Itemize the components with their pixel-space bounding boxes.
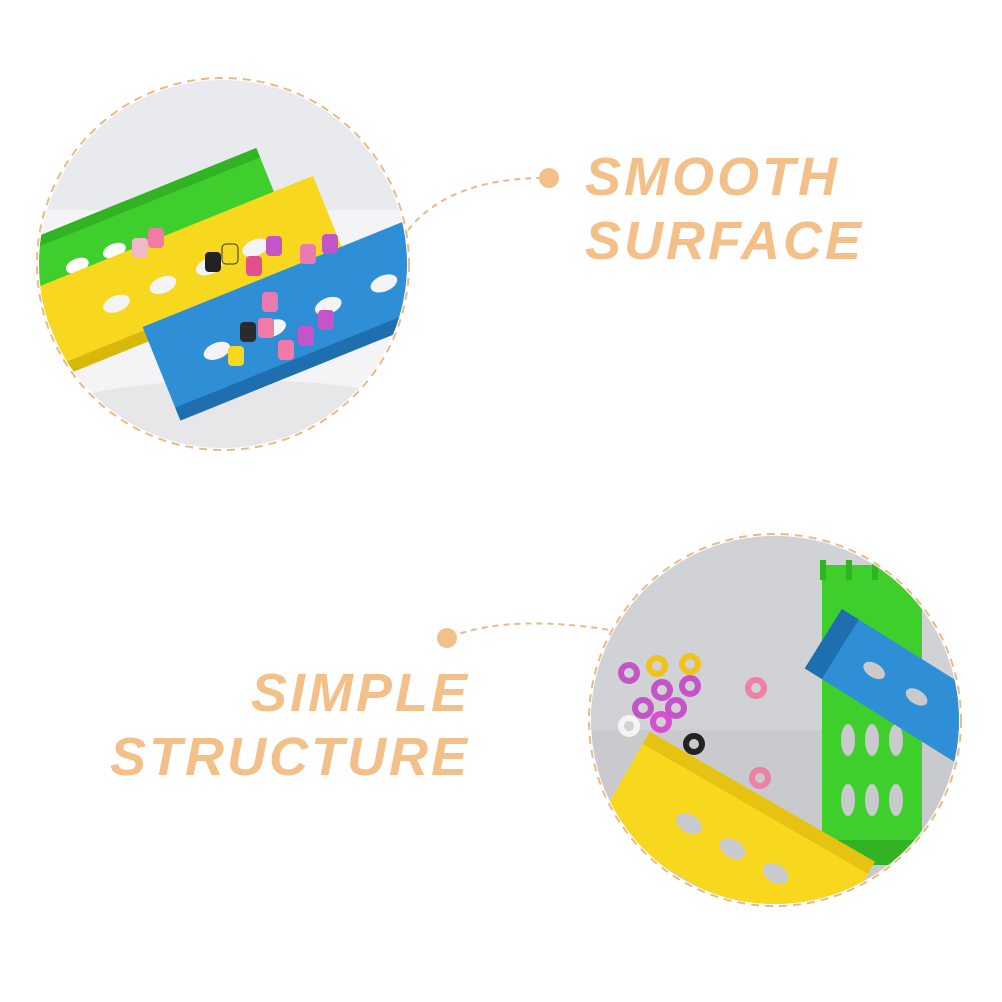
connector-line-bottom [449,622,611,638]
connector-dot-bottom [437,628,457,648]
feature-simple-line1: SIMPLE [250,663,470,723]
bottom-photo-border [588,533,962,907]
product-photo-racks-disassembled [591,536,959,904]
feature-smooth-line1: SMOOTH [585,147,840,207]
feature-smooth-line2: SURFACE [585,211,865,271]
product-photo-racks-with-rings [39,80,407,448]
feature-smooth-surface-label: SMOOTH SURFACE [585,150,864,268]
connector-dot-top [539,168,559,188]
feature-simple-line2: STRUCTURE [110,727,470,787]
top-photo-border [36,77,410,451]
connector-line-top [407,177,546,231]
feature-simple-structure-label: SIMPLE STRUCTURE [110,666,470,784]
